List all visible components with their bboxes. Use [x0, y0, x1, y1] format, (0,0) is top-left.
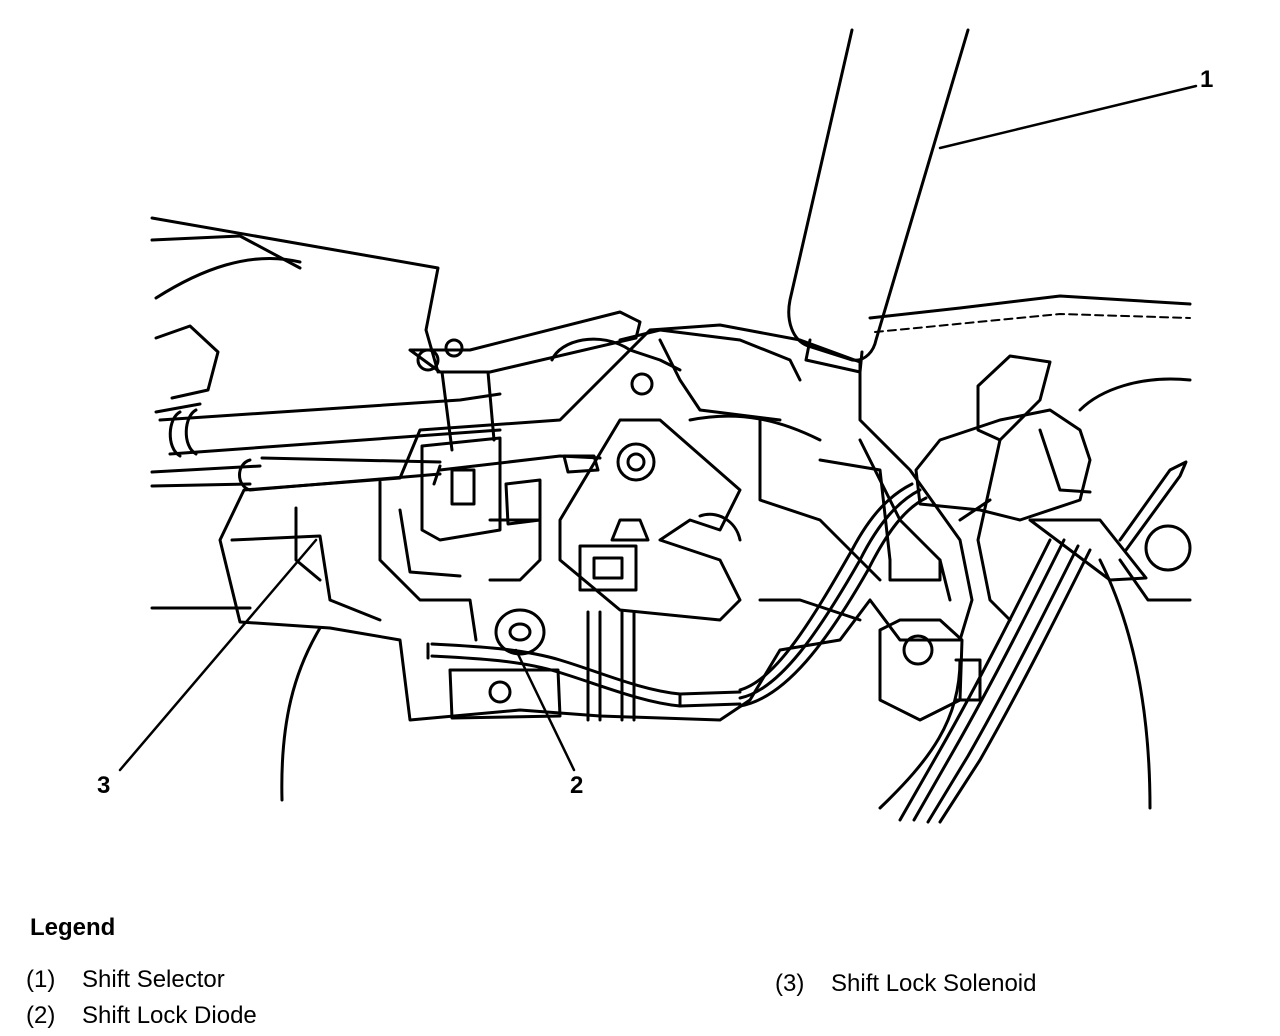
shift-lock-assembly-drawing	[118, 28, 1198, 824]
shift-lock-diode-harness	[426, 482, 928, 722]
callout-1: 1	[1200, 66, 1214, 93]
legend-item-shift-lock-diode: (2) Shift Lock Diode	[26, 1002, 257, 1030]
shifter-housing	[218, 323, 974, 722]
legend-item-label: Shift Selector	[82, 966, 225, 993]
shift-cable	[150, 392, 502, 492]
leader-line-2	[514, 648, 576, 772]
legend: Legend (1) Shift Selector (2) Shift Lock D…	[0, 900, 1280, 1036]
legend-title: Legend	[30, 914, 116, 941]
legend-item-shift-lock-solenoid: (3) Shift Lock Solenoid	[775, 970, 1036, 998]
shift-lock-solenoid	[420, 436, 542, 582]
callout-3: 3	[97, 772, 111, 799]
legend-item-label: Shift Lock Solenoid	[831, 970, 1037, 997]
linkage-rod	[408, 310, 642, 452]
legend-item-shift-selector: (1) Shift Selector	[26, 966, 225, 994]
leader-lines	[118, 538, 576, 772]
callout-2: 2	[570, 772, 584, 799]
legend-item-number: (3)	[775, 970, 805, 997]
legend-item-number: (2)	[26, 1002, 56, 1029]
legend-item-label: Shift Lock Diode	[82, 1002, 257, 1029]
leader-line-3	[118, 538, 318, 772]
connectors	[878, 354, 1188, 824]
detent-plate	[432, 372, 742, 622]
legend-item-number: (1)	[26, 966, 56, 993]
